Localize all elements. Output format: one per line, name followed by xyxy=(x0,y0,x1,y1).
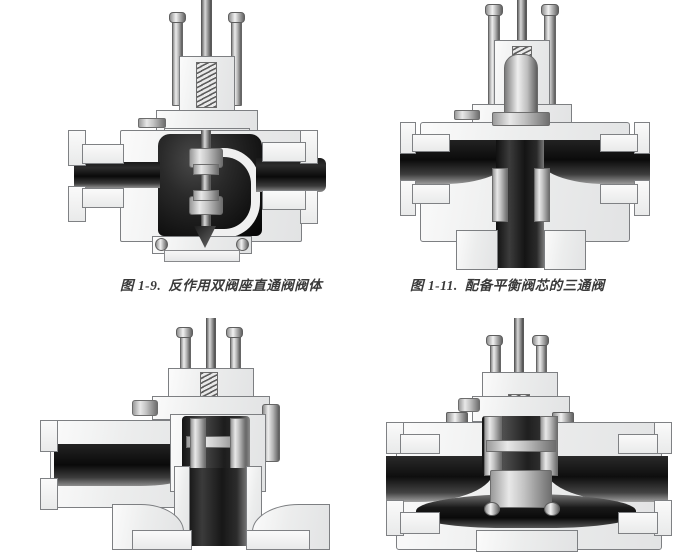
cage-retainer xyxy=(492,112,550,126)
valve-cutaway-illustration-2 xyxy=(400,0,690,270)
bonnet-nut-right xyxy=(532,335,549,346)
bottom-bolt-right xyxy=(236,238,249,251)
valve-cutaway-illustration-1 xyxy=(60,0,360,268)
cage-port-band xyxy=(486,440,556,452)
left-neck-lower xyxy=(412,184,450,204)
figure-caption-top-right: 图 1-11. 配备平衡阀芯的三通阀 xyxy=(410,274,605,294)
inlet-bore xyxy=(74,162,160,188)
right-neck-lower xyxy=(600,184,638,204)
outlet-neck-lower xyxy=(262,190,306,210)
cage-wall-right xyxy=(230,418,246,470)
inlet-neck-lower xyxy=(82,188,124,208)
bonnet-side-lug xyxy=(454,110,480,120)
body-cored-passage xyxy=(205,148,260,238)
bonnet-side-lug xyxy=(132,400,158,416)
figure-bottom-right xyxy=(386,318,686,552)
figure-bottom-left xyxy=(40,318,360,550)
base-flange-right xyxy=(246,530,310,550)
seat-bolt-right xyxy=(544,502,560,516)
upper-seat-ring xyxy=(193,164,219,175)
figure-title-top-right: 配备平衡阀芯的三通阀 xyxy=(464,278,605,293)
bonnet-side-lug xyxy=(138,118,166,128)
valve-cutaway-illustration-4 xyxy=(386,318,686,552)
valve-plug xyxy=(490,470,552,508)
figure-number-top-right: 图 1-11. xyxy=(410,278,458,293)
outlet-neck-lower xyxy=(618,512,658,534)
bottom-cover xyxy=(164,250,240,262)
lower-seat-ring xyxy=(193,190,219,201)
inlet-neck-lower xyxy=(400,512,440,534)
cage-wall-left xyxy=(492,168,508,222)
inlet-flange-lower xyxy=(40,478,58,510)
bonnet-side-lug xyxy=(458,398,480,412)
valve-cutaway-illustration-3 xyxy=(40,318,360,550)
outlet-neck-upper xyxy=(618,434,658,454)
left-neck-upper xyxy=(412,134,450,152)
cage-wall-right xyxy=(534,168,550,222)
plug-stem xyxy=(201,130,211,240)
figure-top-right: 图 1-11. 配备平衡阀芯的三通阀 xyxy=(400,0,690,293)
inlet-flange-upper xyxy=(40,420,58,452)
inlet-neck-upper xyxy=(400,434,440,454)
bonnet-nut-left xyxy=(485,4,503,16)
figure-top-left: 图 1-9. 反作用双阀座直通阀阀体 xyxy=(60,0,360,293)
figure-title-top-left: 反作用双阀座直通阀阀体 xyxy=(168,278,323,293)
base-flange-left xyxy=(132,530,192,550)
bonnet-nut-left xyxy=(169,12,186,23)
bottom-flange-left xyxy=(456,230,498,270)
bonnet-nut-left xyxy=(176,327,193,338)
outlet-neck-upper xyxy=(262,142,306,162)
bonnet-nut-left xyxy=(486,335,503,346)
seat-bolt-left xyxy=(484,502,500,516)
figure-number-top-left: 图 1-9. xyxy=(120,278,162,293)
cage-wall-left xyxy=(190,418,206,470)
bottom-bolt-left xyxy=(155,238,168,251)
bonnet-nut-right xyxy=(226,327,243,338)
right-neck-upper xyxy=(600,134,638,152)
figure-caption-top-left: 图 1-9. 反作用双阀座直通阀阀体 xyxy=(120,274,322,294)
bonnet-nut-right xyxy=(541,4,559,16)
outlet-barrel xyxy=(186,468,248,546)
packing-rings xyxy=(196,62,217,108)
balanced-plug xyxy=(504,54,538,116)
bottom-flange-right xyxy=(544,230,586,270)
bonnet-nut-right xyxy=(228,12,245,23)
inlet-neck-upper xyxy=(82,144,124,164)
